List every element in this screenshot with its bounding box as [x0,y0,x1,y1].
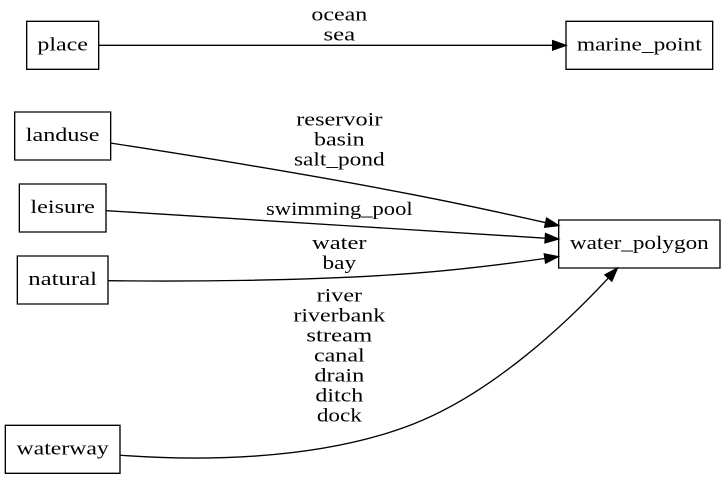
svg-text:natural: natural [28,269,97,290]
svg-text:landuse: landuse [26,125,100,146]
svg-text:drain: drain [314,365,365,386]
svg-text:water_polygon: water_polygon [570,233,710,254]
svg-text:ocean: ocean [311,4,368,25]
svg-text:marine_point: marine_point [577,34,703,55]
svg-text:salt_pond: salt_pond [294,149,386,170]
svg-text:reservoir: reservoir [296,109,383,130]
svg-text:canal: canal [314,345,365,366]
svg-text:dock: dock [317,405,363,426]
svg-text:water: water [312,233,368,254]
svg-text:leisure: leisure [30,197,95,218]
svg-text:riverbank: riverbank [293,305,386,326]
svg-text:river: river [317,285,363,306]
svg-text:waterway: waterway [17,438,110,459]
svg-text:basin: basin [314,129,366,150]
svg-text:sea: sea [323,24,356,45]
svg-text:place: place [37,34,88,55]
svg-text:ditch: ditch [315,385,364,406]
svg-text:stream: stream [306,325,373,346]
svg-text:bay: bay [323,253,357,274]
svg-text:swimming_pool: swimming_pool [266,199,413,220]
